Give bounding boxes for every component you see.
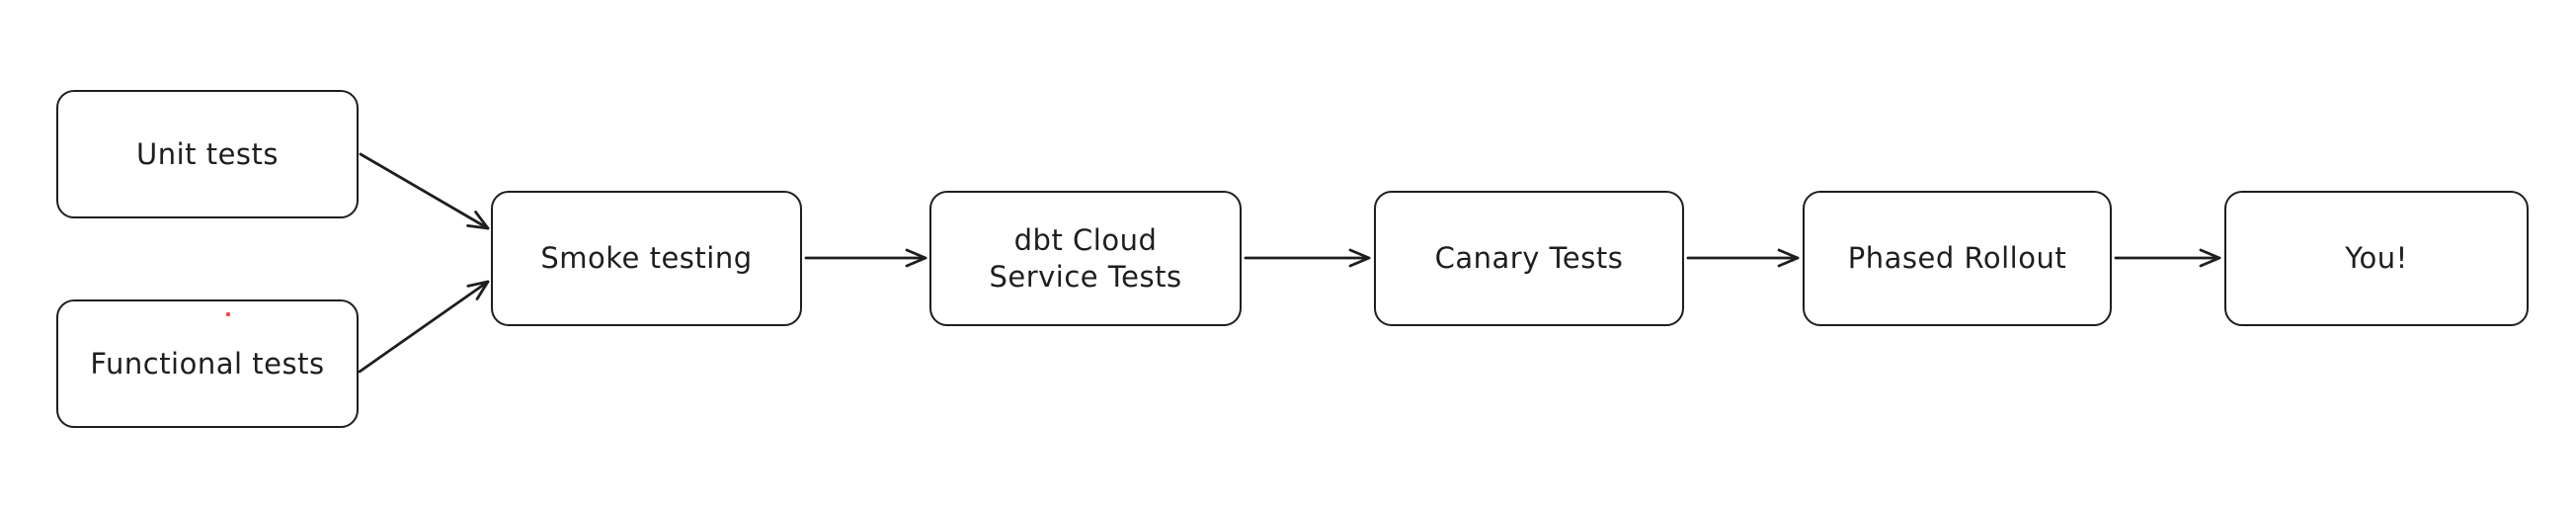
node-phased-rollout-label: Phased Rollout xyxy=(1847,241,2067,275)
node-functional-tests-label: Functional tests xyxy=(90,346,325,381)
node-unit-tests: Unit tests xyxy=(56,90,359,218)
node-smoke-testing-label: Smoke testing xyxy=(540,241,753,275)
node-phased-rollout: Phased Rollout xyxy=(1803,191,2112,326)
node-canary-tests-label: Canary Tests xyxy=(1434,241,1624,275)
node-dbt-cloud-service-tests: dbt Cloud Service Tests xyxy=(929,191,1242,326)
node-dbt-cloud-service-tests-label-line-2: Service Tests xyxy=(989,259,1182,294)
node-dbt-cloud-service-tests-label-line-1: dbt Cloud xyxy=(1013,222,1158,257)
node-you: You! xyxy=(2224,191,2529,326)
node-smoke-testing: Smoke testing xyxy=(491,191,802,326)
edge-functional-tests-to-smoke-testing xyxy=(358,280,490,374)
node-unit-tests-label: Unit tests xyxy=(135,136,280,171)
node-you-label: You! xyxy=(2345,241,2408,275)
edge-unit-tests-to-smoke-testing xyxy=(359,152,490,230)
red-dot-artifact xyxy=(226,312,230,316)
node-functional-tests: Functional tests xyxy=(56,299,359,428)
node-canary-tests: Canary Tests xyxy=(1374,191,1684,326)
